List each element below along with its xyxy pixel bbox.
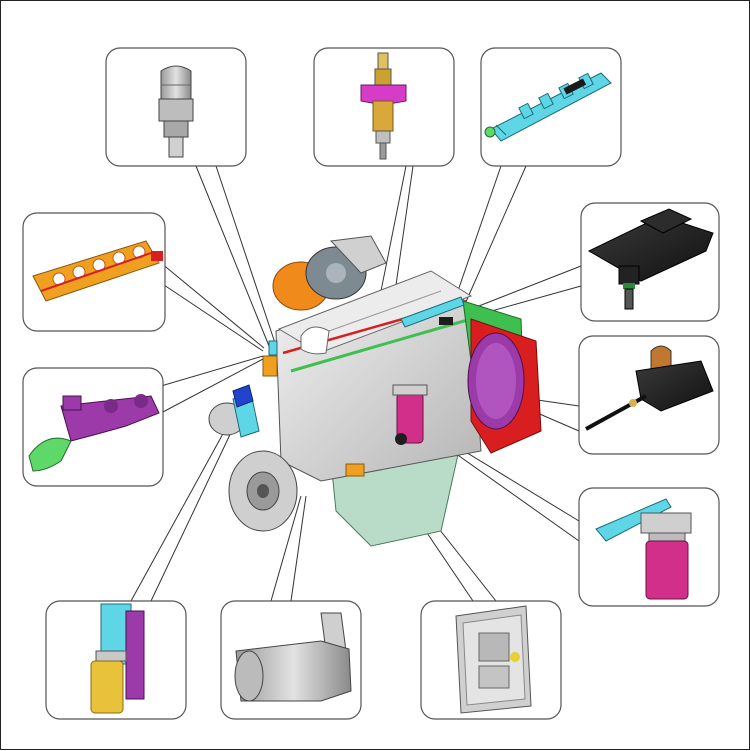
crank-sensor-icon — [234, 612, 352, 702]
fuel-filter-icon — [595, 498, 692, 600]
speed-sensor-icon — [585, 345, 714, 431]
exhaust-manifold-icon — [28, 394, 160, 472]
wiring-harness-icon — [32, 240, 163, 302]
secondary-filter-icon — [90, 603, 145, 714]
pressure-sensor-icon — [158, 65, 194, 158]
fuel-rail-icon — [484, 72, 612, 142]
fuel-injector-icon — [360, 52, 407, 160]
engine-assembly — [208, 235, 542, 547]
ecu-icon — [455, 605, 532, 714]
map-sensor-icon — [587, 208, 714, 310]
